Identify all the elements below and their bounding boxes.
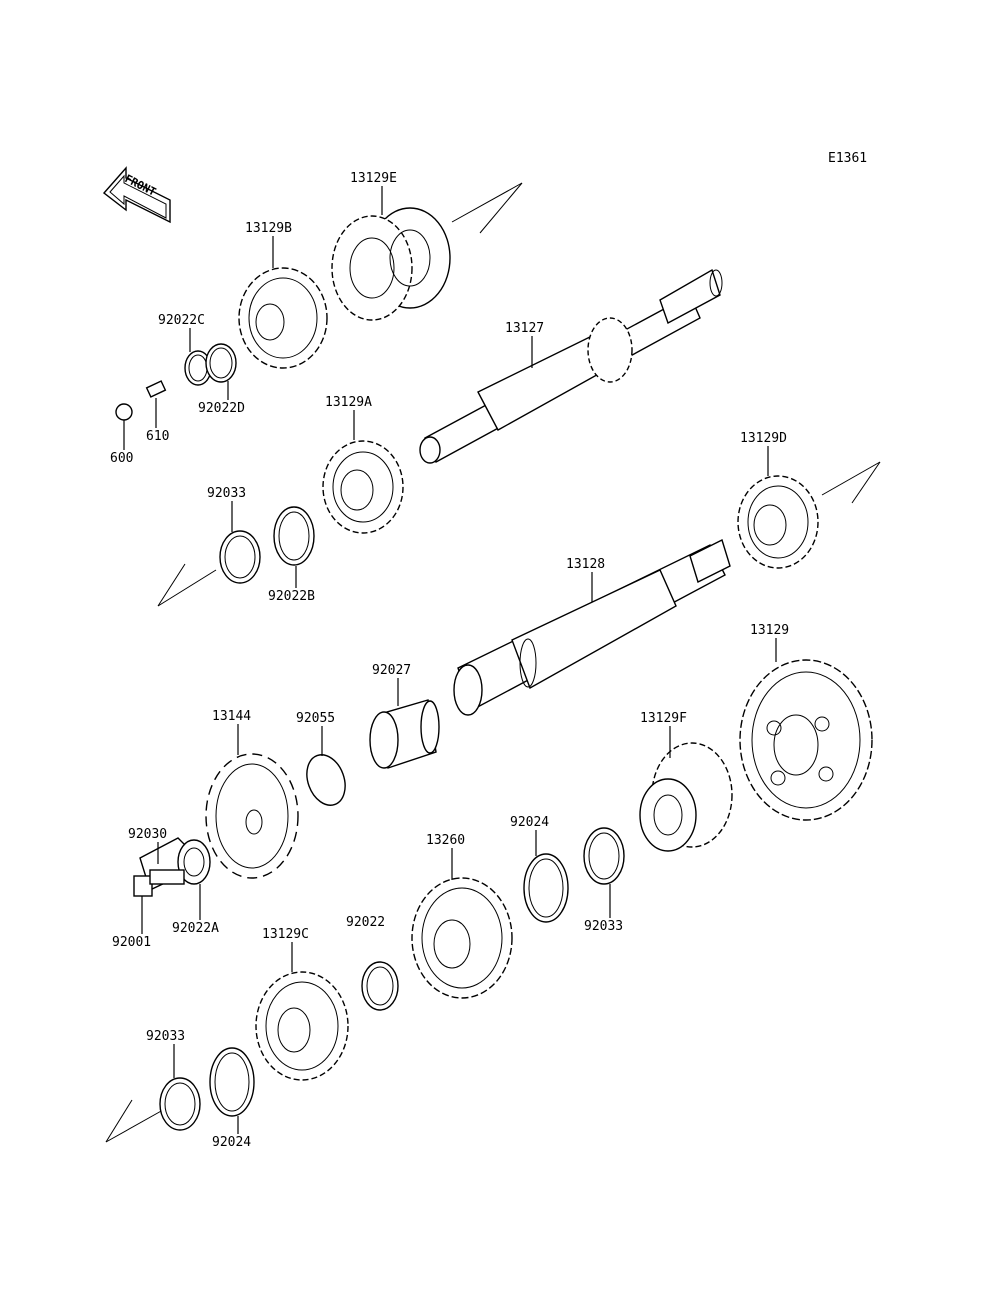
label-13260: 13260 <box>426 833 465 848</box>
label-92001: 92001 <box>112 935 151 950</box>
label-610: 610 <box>146 429 169 444</box>
label-92030: 92030 <box>128 827 167 842</box>
shaft-13127[interactable] <box>419 268 723 464</box>
label-92055: 92055 <box>296 711 335 726</box>
o-ring-92055[interactable] <box>300 749 352 810</box>
label-92033-top: 92033 <box>207 486 246 501</box>
label-13144: 13144 <box>212 709 251 724</box>
washer-92022a[interactable] <box>177 839 211 885</box>
gear-13129e[interactable] <box>331 207 451 321</box>
label-13127: 13127 <box>505 321 544 336</box>
shaft-13128[interactable] <box>453 539 731 716</box>
label-13129: 13129 <box>750 623 789 638</box>
label-92024-right: 92024 <box>510 815 549 830</box>
label-92033-bottom: 92033 <box>146 1029 185 1044</box>
label-600: 600 <box>110 451 133 466</box>
circlip-92033-right[interactable] <box>583 827 625 885</box>
label-13129f: 13129F <box>640 711 687 726</box>
axis-line-upper-b <box>479 182 523 234</box>
bolt-92001[interactable] <box>133 869 185 897</box>
label-13129e: 13129E <box>350 171 397 186</box>
label-92022b: 92022B <box>268 589 315 604</box>
label-13129b: 13129B <box>245 221 292 236</box>
label-92033-right: 92033 <box>584 919 623 934</box>
diagram-code: E1361 <box>828 151 867 166</box>
gear-13129a[interactable] <box>322 440 404 534</box>
gear-13129d[interactable] <box>737 475 819 569</box>
washer-92024-right[interactable] <box>523 853 569 923</box>
label-13129a: 13129A <box>325 395 372 410</box>
label-92022a: 92022A <box>172 921 219 936</box>
front-arrow-icon: FRONT <box>102 166 171 224</box>
axis-line-mid-b <box>851 461 881 504</box>
label-92027: 92027 <box>372 663 411 678</box>
axis-line-upper <box>451 182 523 223</box>
sprocket-13144[interactable] <box>205 753 299 879</box>
axis-line-mid <box>821 461 881 496</box>
label-13128: 13128 <box>566 557 605 572</box>
label-92022: 92022 <box>346 915 385 930</box>
label-13129c: 13129C <box>262 927 309 942</box>
washer-92024-bottom[interactable] <box>209 1047 255 1117</box>
gear-13260[interactable] <box>411 877 513 999</box>
axis-line-bottom-b <box>105 1099 133 1143</box>
washer-92022d[interactable] <box>205 343 237 383</box>
gear-13129f[interactable] <box>639 742 733 852</box>
label-92024-bottom: 92024 <box>212 1135 251 1150</box>
gear-13129b[interactable] <box>238 267 328 369</box>
label-92022c: 92022C <box>158 313 205 328</box>
collar-92027[interactable] <box>369 699 440 769</box>
pin-610[interactable] <box>145 380 167 398</box>
washer-92022b[interactable] <box>273 506 315 566</box>
label-92022d: 92022D <box>198 401 245 416</box>
gear-13129[interactable] <box>739 659 873 821</box>
axis-line-bottom <box>105 1109 164 1143</box>
ball-600[interactable] <box>115 403 133 421</box>
axis-line-left-b <box>157 563 186 607</box>
washer-92022c[interactable] <box>184 350 212 386</box>
label-13129d: 13129D <box>740 431 787 446</box>
gear-13129c[interactable] <box>255 971 349 1081</box>
axis-line-left <box>157 569 217 607</box>
circlip-92033-bottom[interactable] <box>159 1077 201 1131</box>
washer-92022[interactable] <box>361 961 399 1011</box>
circlip-92033-top[interactable] <box>219 530 261 584</box>
